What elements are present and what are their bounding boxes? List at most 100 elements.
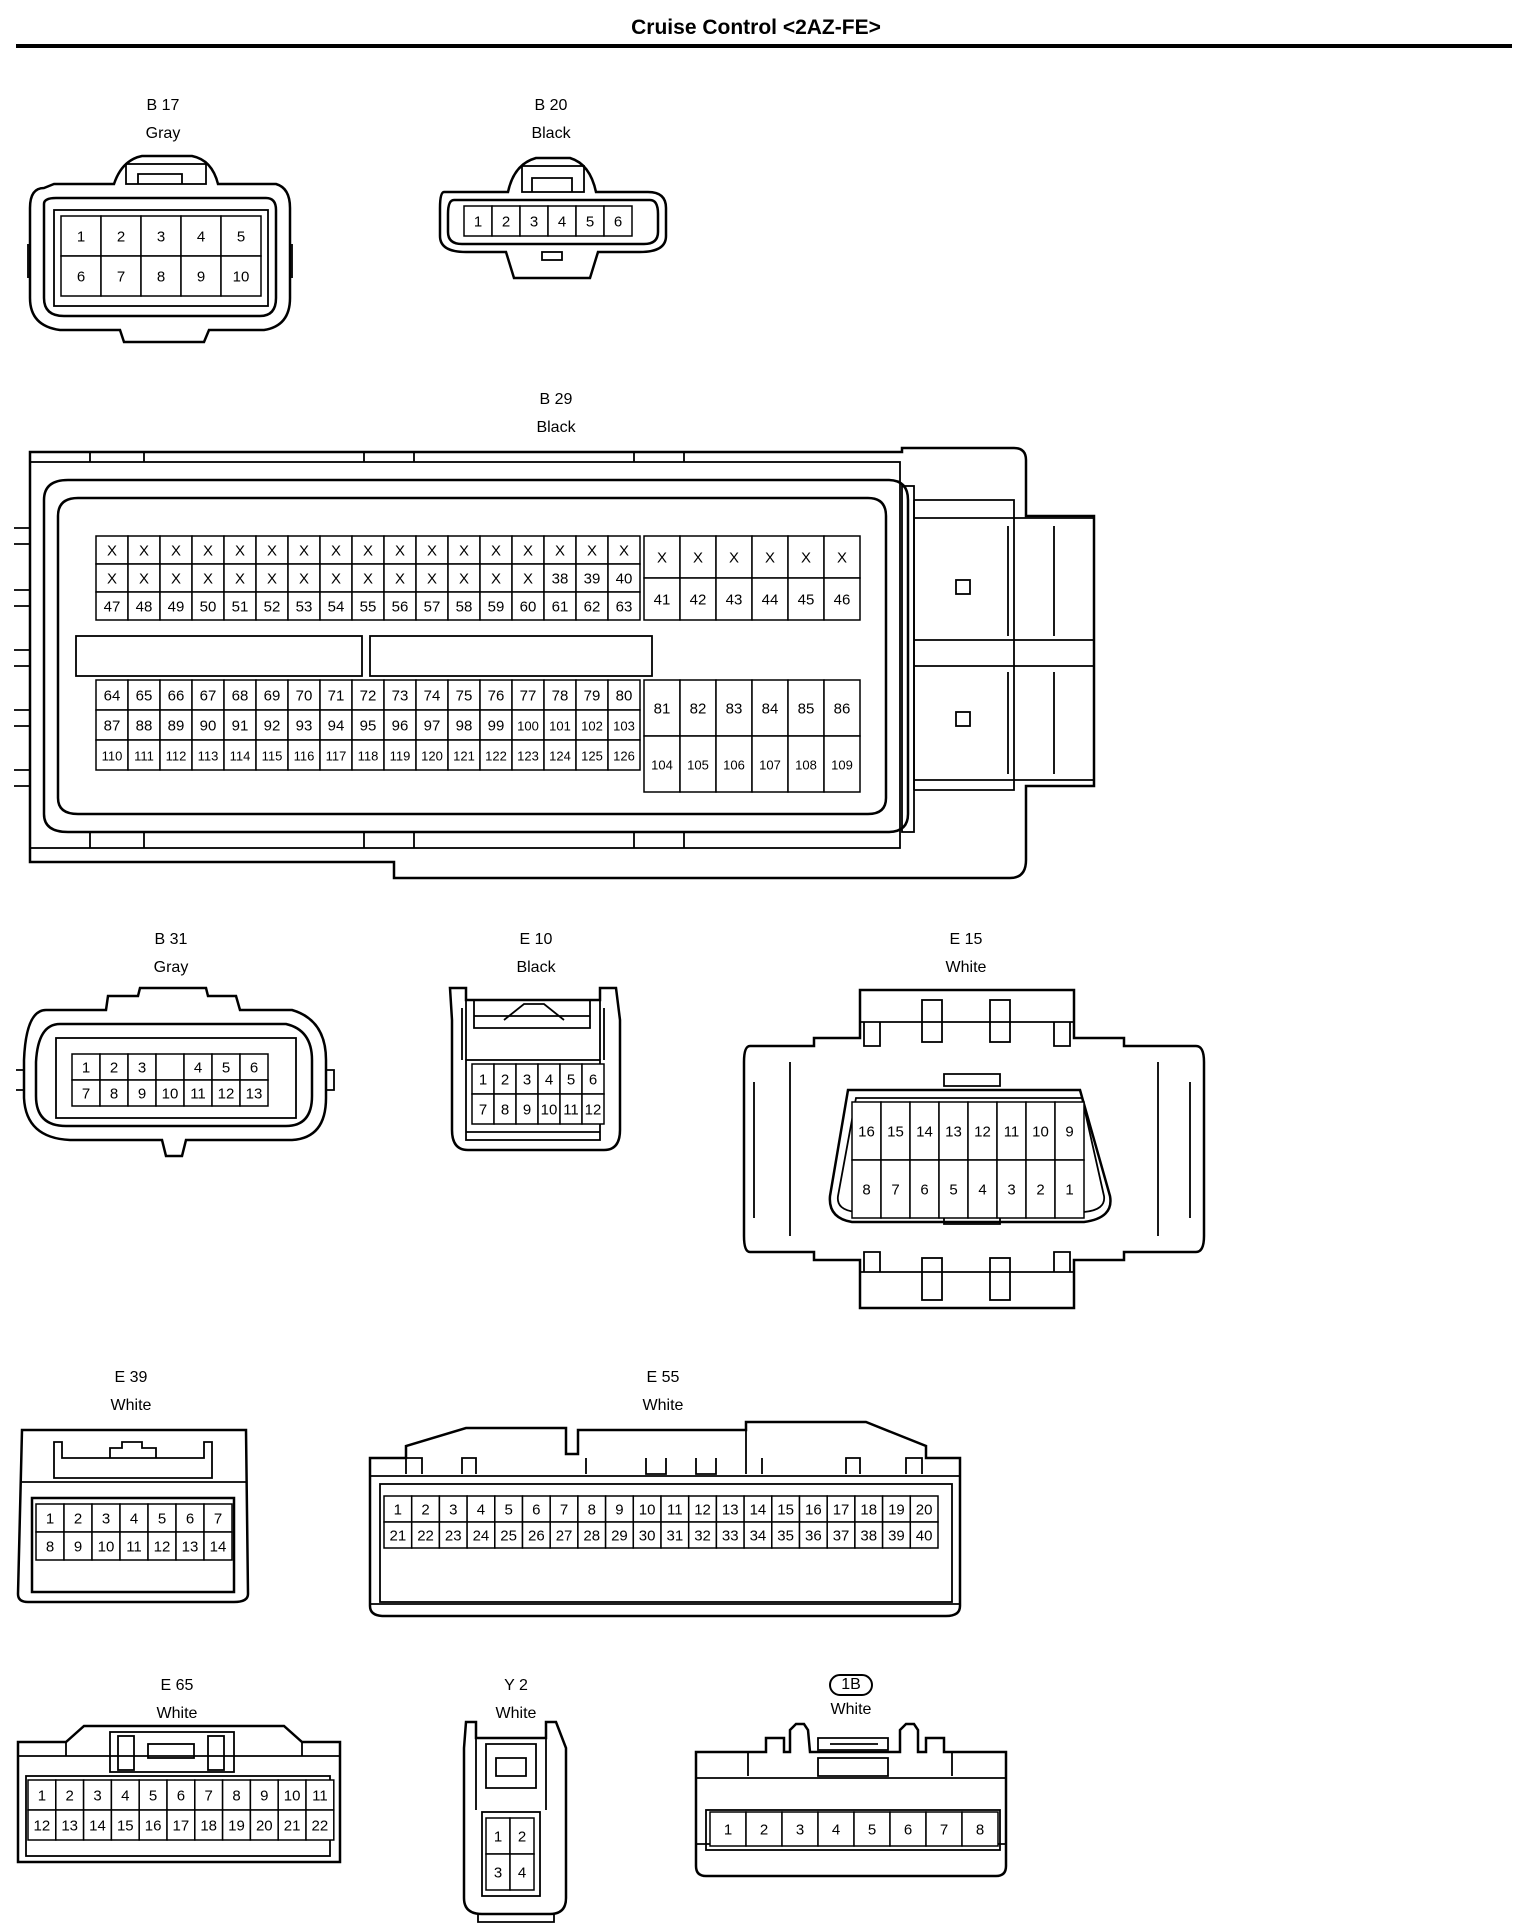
- pin-number: 1: [1065, 1182, 1073, 1199]
- pin-number: 88: [136, 718, 153, 735]
- pin-number: 13: [246, 1086, 263, 1103]
- pin-cell: [509, 1853, 535, 1891]
- pin-number: 24: [473, 1528, 490, 1545]
- pin-number: 8: [588, 1502, 596, 1519]
- pin-number: 103: [613, 719, 635, 734]
- pin-unused-mark: X: [331, 571, 341, 588]
- pin-number: 11: [1004, 1124, 1020, 1141]
- pin-number: 5: [567, 1072, 575, 1089]
- pin-number: 2: [518, 1829, 526, 1846]
- connector-code-badge: 1B: [829, 1674, 873, 1696]
- pin-number: 107: [759, 758, 781, 773]
- pin-number: 5: [158, 1511, 166, 1528]
- connector-code: E 39: [114, 1369, 148, 1386]
- pin-number: 7: [82, 1086, 90, 1103]
- pin-cell: [287, 739, 321, 771]
- pin-cell: [27, 1779, 57, 1811]
- pin-cell: [221, 1779, 252, 1811]
- pin-number: 85: [798, 701, 815, 718]
- pin-cell: [447, 591, 481, 621]
- pin-cell: [511, 535, 545, 565]
- connector-code: Y 2: [504, 1677, 528, 1694]
- pin-unused-mark: X: [363, 571, 373, 588]
- pin-number: 43: [726, 592, 743, 609]
- pin-number: 22: [417, 1528, 434, 1545]
- pin-number: 40: [616, 571, 633, 588]
- pin-cell: [447, 535, 481, 565]
- pin-number: 11: [190, 1086, 206, 1103]
- pin-number: 125: [581, 749, 603, 764]
- pin-number: 54: [328, 599, 345, 616]
- pin-number: 2: [74, 1511, 82, 1528]
- pin-cell: [82, 1809, 113, 1841]
- pin-number: 1: [82, 1060, 90, 1077]
- pin-number: 10: [233, 269, 250, 286]
- pin-cell: [319, 739, 353, 771]
- pin-number: 9: [615, 1502, 623, 1519]
- pin-cell: [511, 709, 545, 741]
- pin-unused-mark: X: [459, 571, 469, 588]
- pin-number: 26: [528, 1528, 545, 1545]
- pin-number: 91: [232, 718, 249, 735]
- pin-cell: [95, 591, 129, 621]
- pin-number: 45: [798, 592, 815, 609]
- pin-number: 11: [312, 1788, 328, 1805]
- connector-code: B 17: [146, 97, 180, 114]
- pin-unused-mark: X: [331, 543, 341, 560]
- pin-number: 3: [138, 1060, 146, 1077]
- pin-number: 118: [358, 749, 379, 764]
- pin-cell: [511, 739, 545, 771]
- connector-color: Black: [531, 125, 571, 142]
- pin-number: 70: [296, 688, 313, 705]
- pin-unused-mark: X: [523, 543, 533, 560]
- pin-cell: [55, 1779, 85, 1811]
- pin-number: 9: [74, 1539, 82, 1556]
- connector-code: B 20: [534, 97, 568, 114]
- pin-number: 89: [168, 718, 185, 735]
- pin-number: 8: [501, 1102, 509, 1119]
- pin-number: 6: [920, 1182, 928, 1199]
- pin-number: 116: [294, 749, 315, 764]
- pin-number: 4: [832, 1822, 840, 1839]
- pin-number: 20: [916, 1502, 933, 1519]
- pin-number: 1: [724, 1822, 732, 1839]
- pin-unused-mark: X: [693, 550, 703, 567]
- pin-number: 2: [1036, 1182, 1044, 1199]
- pin-number: 17: [173, 1818, 190, 1835]
- connector-label-e55: E 55 White: [563, 1368, 763, 1416]
- pin-number: 44: [762, 592, 779, 609]
- pin-unused-mark: X: [267, 571, 277, 588]
- pin-cell: [147, 1503, 177, 1533]
- pin-number: 106: [723, 758, 745, 773]
- pin-number: 105: [687, 758, 709, 773]
- pin-unused-mark: X: [729, 550, 739, 567]
- pin-cell: [99, 1053, 129, 1081]
- pin-number: 8: [976, 1822, 984, 1839]
- pin-number: 78: [552, 688, 569, 705]
- pin-number: 12: [585, 1102, 602, 1119]
- pin-unused-mark: X: [427, 543, 437, 560]
- page-title: Cruise Control <2AZ-FE>: [631, 16, 881, 39]
- pin-number: 52: [264, 599, 281, 616]
- pin-cell: [889, 1811, 927, 1847]
- pin-number: 7: [205, 1788, 213, 1805]
- pin-number: 6: [589, 1072, 597, 1089]
- pin-number: 10: [541, 1102, 558, 1119]
- pin-cell: [823, 735, 861, 793]
- pin-number: 108: [795, 758, 817, 773]
- pin-cell: [239, 1079, 269, 1107]
- pin-number: 33: [722, 1528, 739, 1545]
- pin-cell: [415, 591, 449, 621]
- pin-cell: [191, 591, 225, 621]
- connector-label-e39: E 39 White: [31, 1368, 231, 1416]
- pin-cell: [715, 679, 753, 737]
- pin-number: 68: [232, 688, 249, 705]
- pin-number: 84: [762, 701, 779, 718]
- pin-cell: [577, 1521, 607, 1549]
- pin-number: 27: [556, 1528, 573, 1545]
- pin-number: 6: [186, 1511, 194, 1528]
- pin-number: 35: [777, 1528, 794, 1545]
- pin-cell: [415, 535, 449, 565]
